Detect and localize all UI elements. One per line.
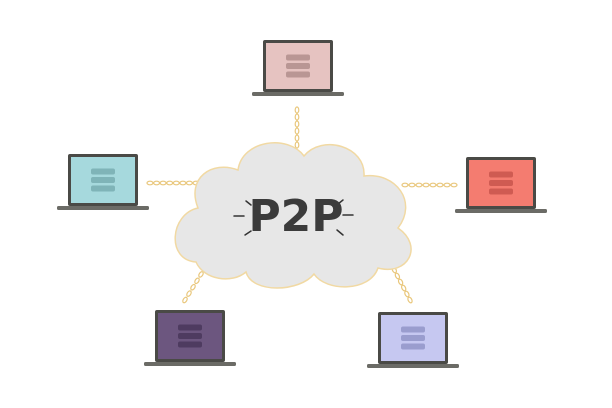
chain-link <box>146 180 154 186</box>
link-right <box>401 182 458 188</box>
laptop-top <box>252 40 344 96</box>
chain-link <box>404 290 410 298</box>
server-bar <box>286 54 310 61</box>
laptop-base <box>367 364 459 368</box>
chain-link <box>294 127 300 135</box>
peer-laptops <box>57 40 547 368</box>
laptop-base <box>144 362 236 366</box>
chain-link <box>186 290 192 297</box>
ray-bottom-left <box>244 230 252 236</box>
chain-link <box>179 180 187 186</box>
chain-link <box>294 120 300 128</box>
chain-link <box>408 182 416 188</box>
server-bar <box>178 333 202 339</box>
server-bar <box>401 343 425 350</box>
server-stack-icon <box>91 168 115 192</box>
server-bar <box>401 326 425 333</box>
server-bar <box>91 177 115 183</box>
chain-link <box>397 278 404 286</box>
laptop-bottom-right <box>367 312 459 368</box>
chain-link <box>166 180 174 186</box>
cloud-rays <box>233 199 354 236</box>
ray-top-right <box>337 199 344 205</box>
server-bar <box>91 185 115 192</box>
chain-link <box>422 182 430 188</box>
chain-link <box>436 182 444 188</box>
chain-link <box>194 277 200 285</box>
chain-link <box>429 182 437 188</box>
chain-link <box>294 134 300 142</box>
server-bar <box>178 324 202 331</box>
server-bar <box>401 335 425 341</box>
server-stack-icon <box>178 324 202 348</box>
link-top <box>294 106 300 149</box>
cloud: P2P <box>174 142 412 289</box>
cloud-shape <box>174 142 412 289</box>
chain-link <box>401 182 409 188</box>
p2p-label: P2P <box>248 191 343 242</box>
server-bar <box>489 171 513 178</box>
laptop-bottom-left <box>144 310 236 366</box>
chain-link <box>450 182 458 188</box>
ray-bottom-right <box>336 229 344 236</box>
chain-link <box>294 113 300 121</box>
chain-link <box>407 296 413 304</box>
chain-link <box>294 141 300 149</box>
laptop-right <box>455 157 547 213</box>
chain-link <box>400 284 407 292</box>
link-left <box>146 180 200 186</box>
chain-link <box>190 283 196 291</box>
chain-link <box>182 296 188 304</box>
server-bar <box>489 180 513 186</box>
server-stack-icon <box>489 171 513 195</box>
laptop-base <box>57 206 149 210</box>
server-stack-icon <box>401 326 425 350</box>
chain-link <box>394 272 401 280</box>
laptop-left <box>57 154 149 210</box>
chain-link <box>415 182 423 188</box>
chain-link <box>153 180 161 186</box>
server-bar <box>286 63 310 69</box>
server-bar <box>489 188 513 195</box>
chain-link <box>443 182 451 188</box>
laptop-base <box>455 209 547 213</box>
server-bar <box>178 341 202 348</box>
chain-link <box>159 180 167 186</box>
server-stack-icon <box>286 54 310 78</box>
ray-top-left <box>245 200 252 206</box>
chain-link <box>294 106 300 114</box>
server-bar <box>286 71 310 78</box>
server-bar <box>91 168 115 175</box>
chain-link <box>185 180 193 186</box>
laptop-base <box>252 92 344 96</box>
chain-link <box>172 180 180 186</box>
